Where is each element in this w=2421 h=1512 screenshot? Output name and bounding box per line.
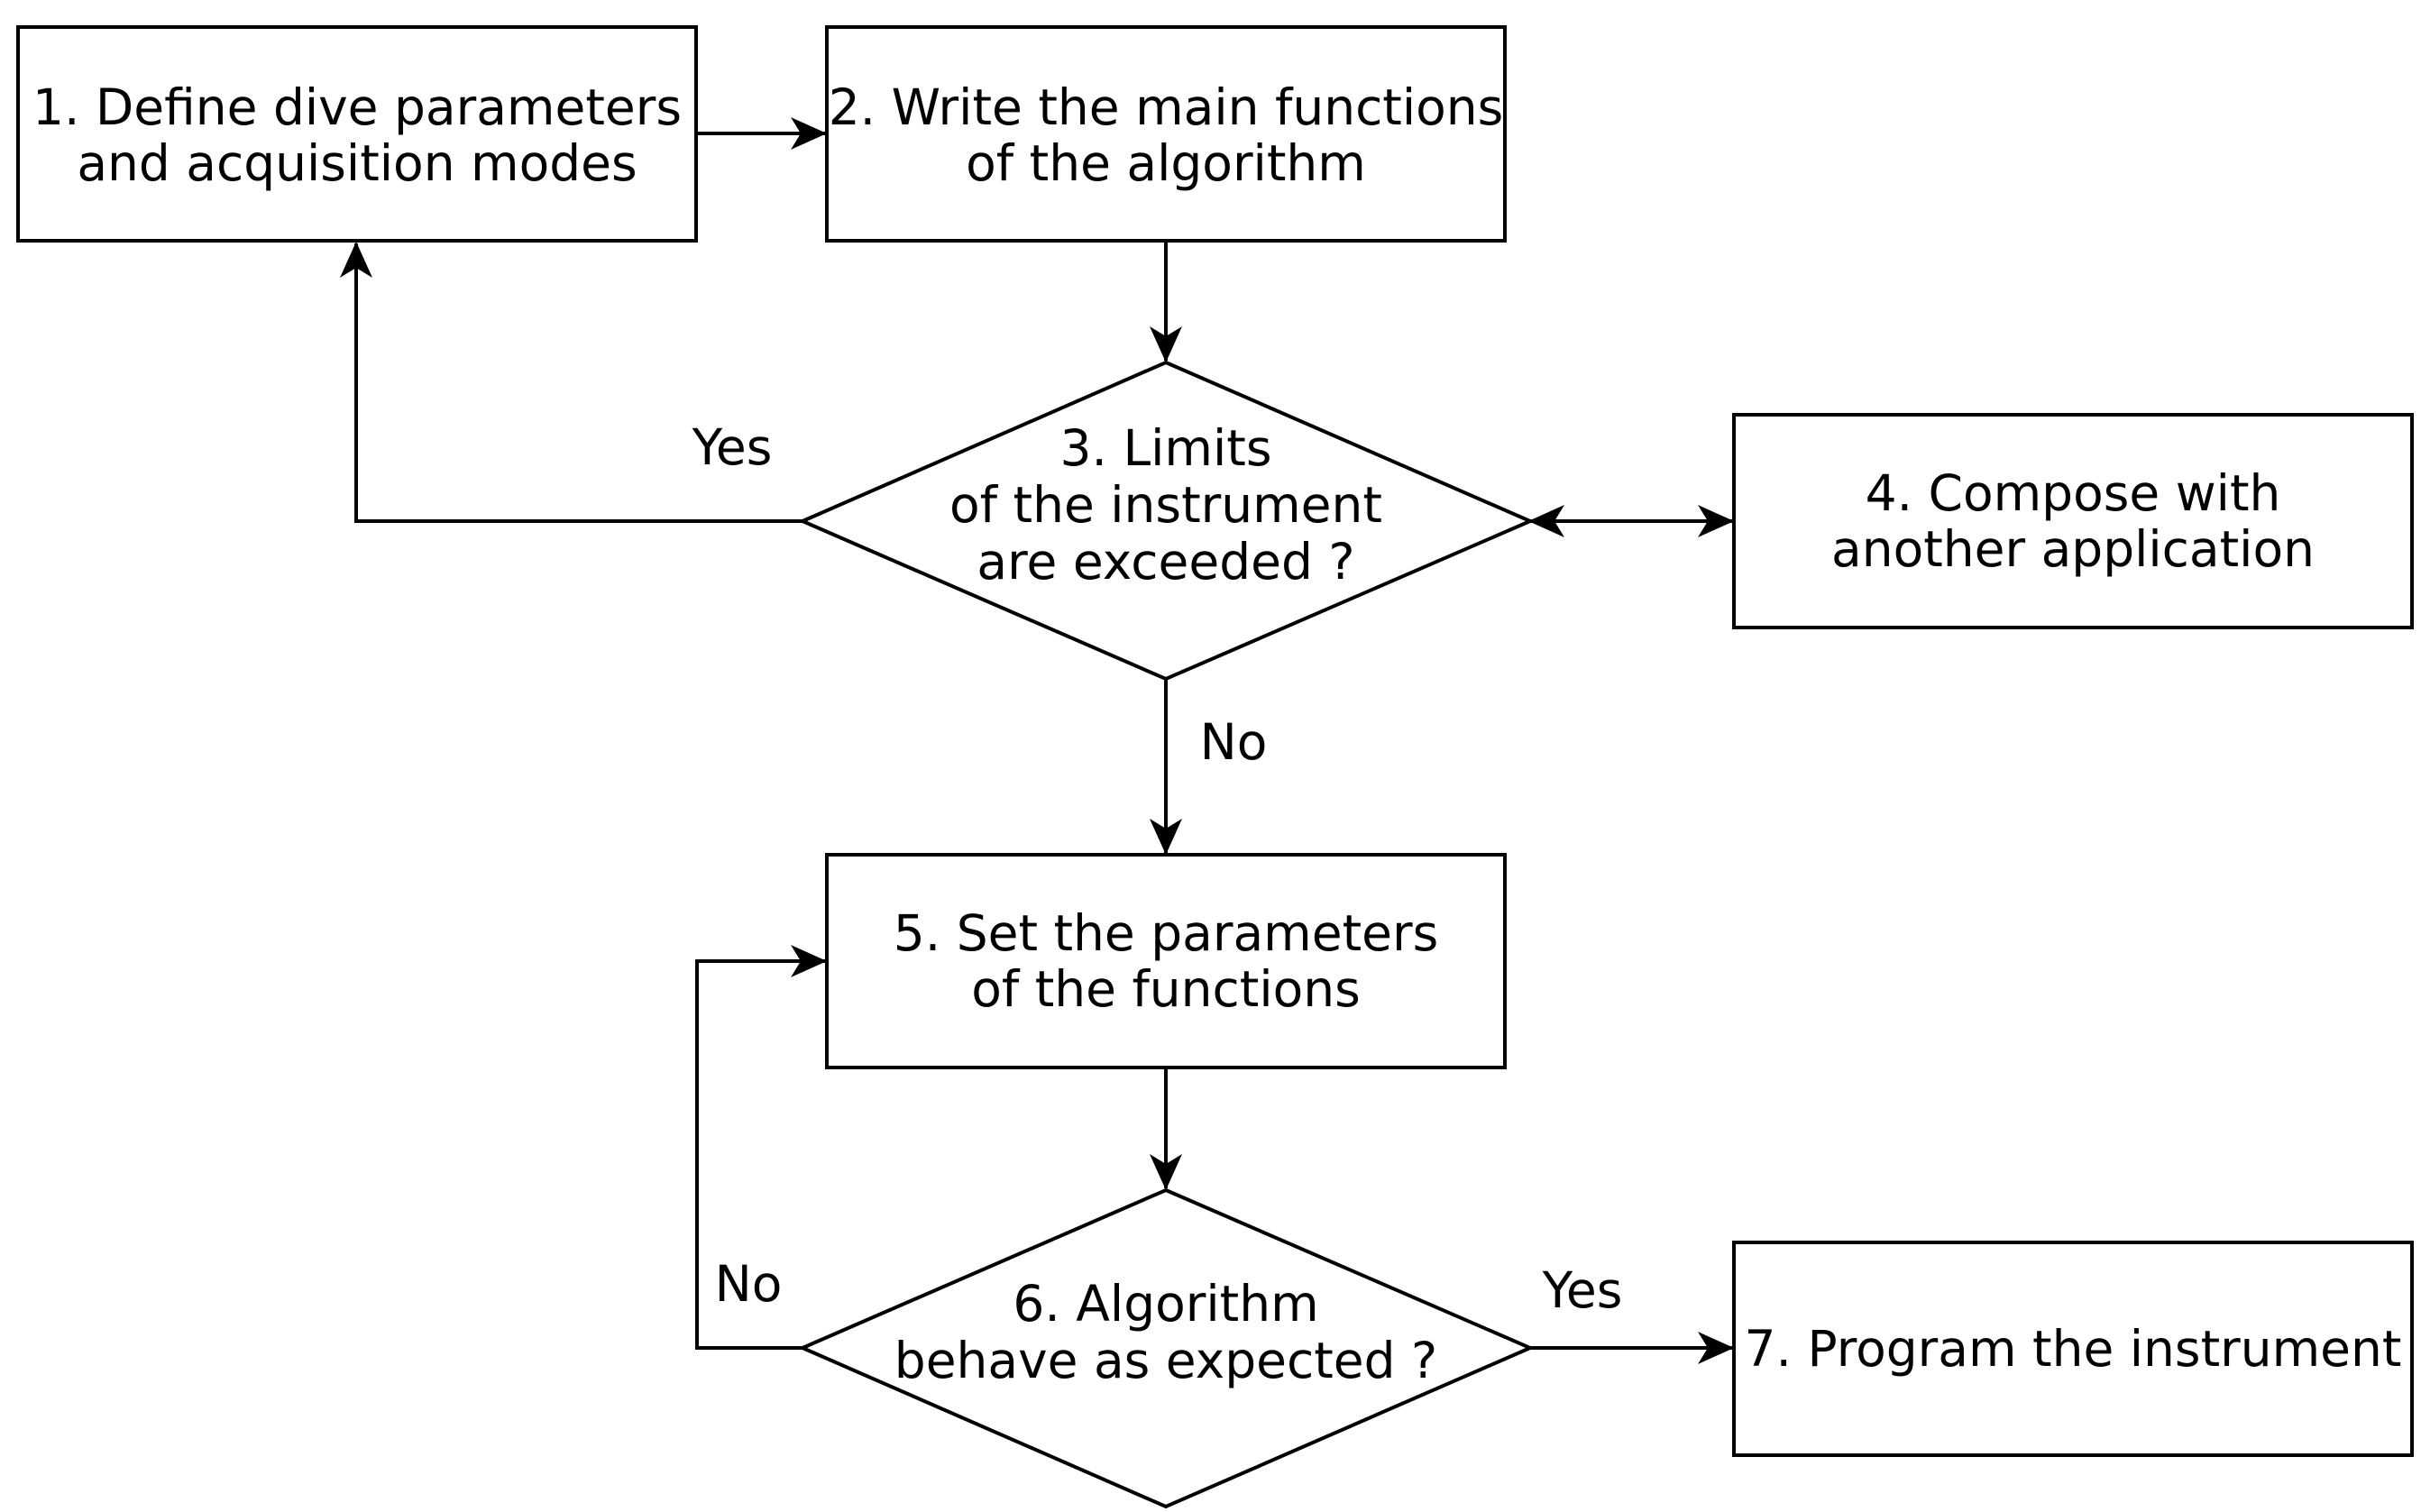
- edge-label-n3-no: No: [1200, 713, 1268, 771]
- node-4-line2: another application: [1831, 520, 2315, 578]
- node-3-limits-exceeded-decision: 3. Limits of the instrument are exceeded…: [797, 360, 1536, 682]
- edge-label-n3-yes: Yes: [692, 418, 773, 476]
- node-3-line3: are exceeded ?: [977, 533, 1354, 591]
- node-7-line1: 7. Program the instrument: [1745, 1320, 2402, 1378]
- node-6-diamond: [797, 1187, 1536, 1509]
- node-2-line2: of the algorithm: [966, 134, 1366, 192]
- node-2-box: [825, 25, 1507, 243]
- node-3-line1: 3. Limits: [1060, 419, 1272, 477]
- node-5-set-parameters: 5. Set the parameters of the functions: [825, 853, 1507, 1069]
- node-6-line2: behave as expected ?: [894, 1332, 1437, 1389]
- node-3-diamond: [797, 360, 1536, 682]
- node-2-write-main-functions: 2. Write the main functions of the algor…: [825, 25, 1507, 243]
- node-5-line2: of the functions: [971, 960, 1361, 1018]
- edge-label-n6-no: No: [715, 1255, 783, 1313]
- node-4-line1: 4. Compose with: [1866, 464, 2281, 522]
- node-2-line1: 2. Write the main functions: [829, 78, 1504, 136]
- node-5-line1: 5. Set the parameters: [894, 904, 1439, 962]
- node-7-program-instrument: 7. Program the instrument: [1732, 1241, 2414, 1457]
- node-4-box: [1732, 413, 2414, 629]
- node-1-define-dive-parameters: 1. Define dive parameters and acquisitio…: [16, 25, 698, 243]
- node-1-line1: 1. Define dive parameters: [32, 78, 682, 136]
- edge-label-n6-yes: Yes: [1542, 1261, 1623, 1319]
- edge-6-to-5-no: [695, 945, 827, 1350]
- node-3-line2: of the instrument: [949, 476, 1382, 534]
- node-6-algorithm-behaves-decision: 6. Algorithm behave as expected ?: [797, 1187, 1536, 1509]
- node-1-line2: and acquisition modes: [77, 134, 637, 192]
- node-7-box: [1732, 1241, 2414, 1457]
- node-5-box: [825, 853, 1507, 1069]
- node-6-line1: 6. Algorithm: [1013, 1275, 1318, 1333]
- node-1-box: [16, 25, 698, 243]
- edge-3-to-1-yes: [340, 242, 802, 523]
- node-4-compose-application: 4. Compose with another application: [1732, 413, 2414, 629]
